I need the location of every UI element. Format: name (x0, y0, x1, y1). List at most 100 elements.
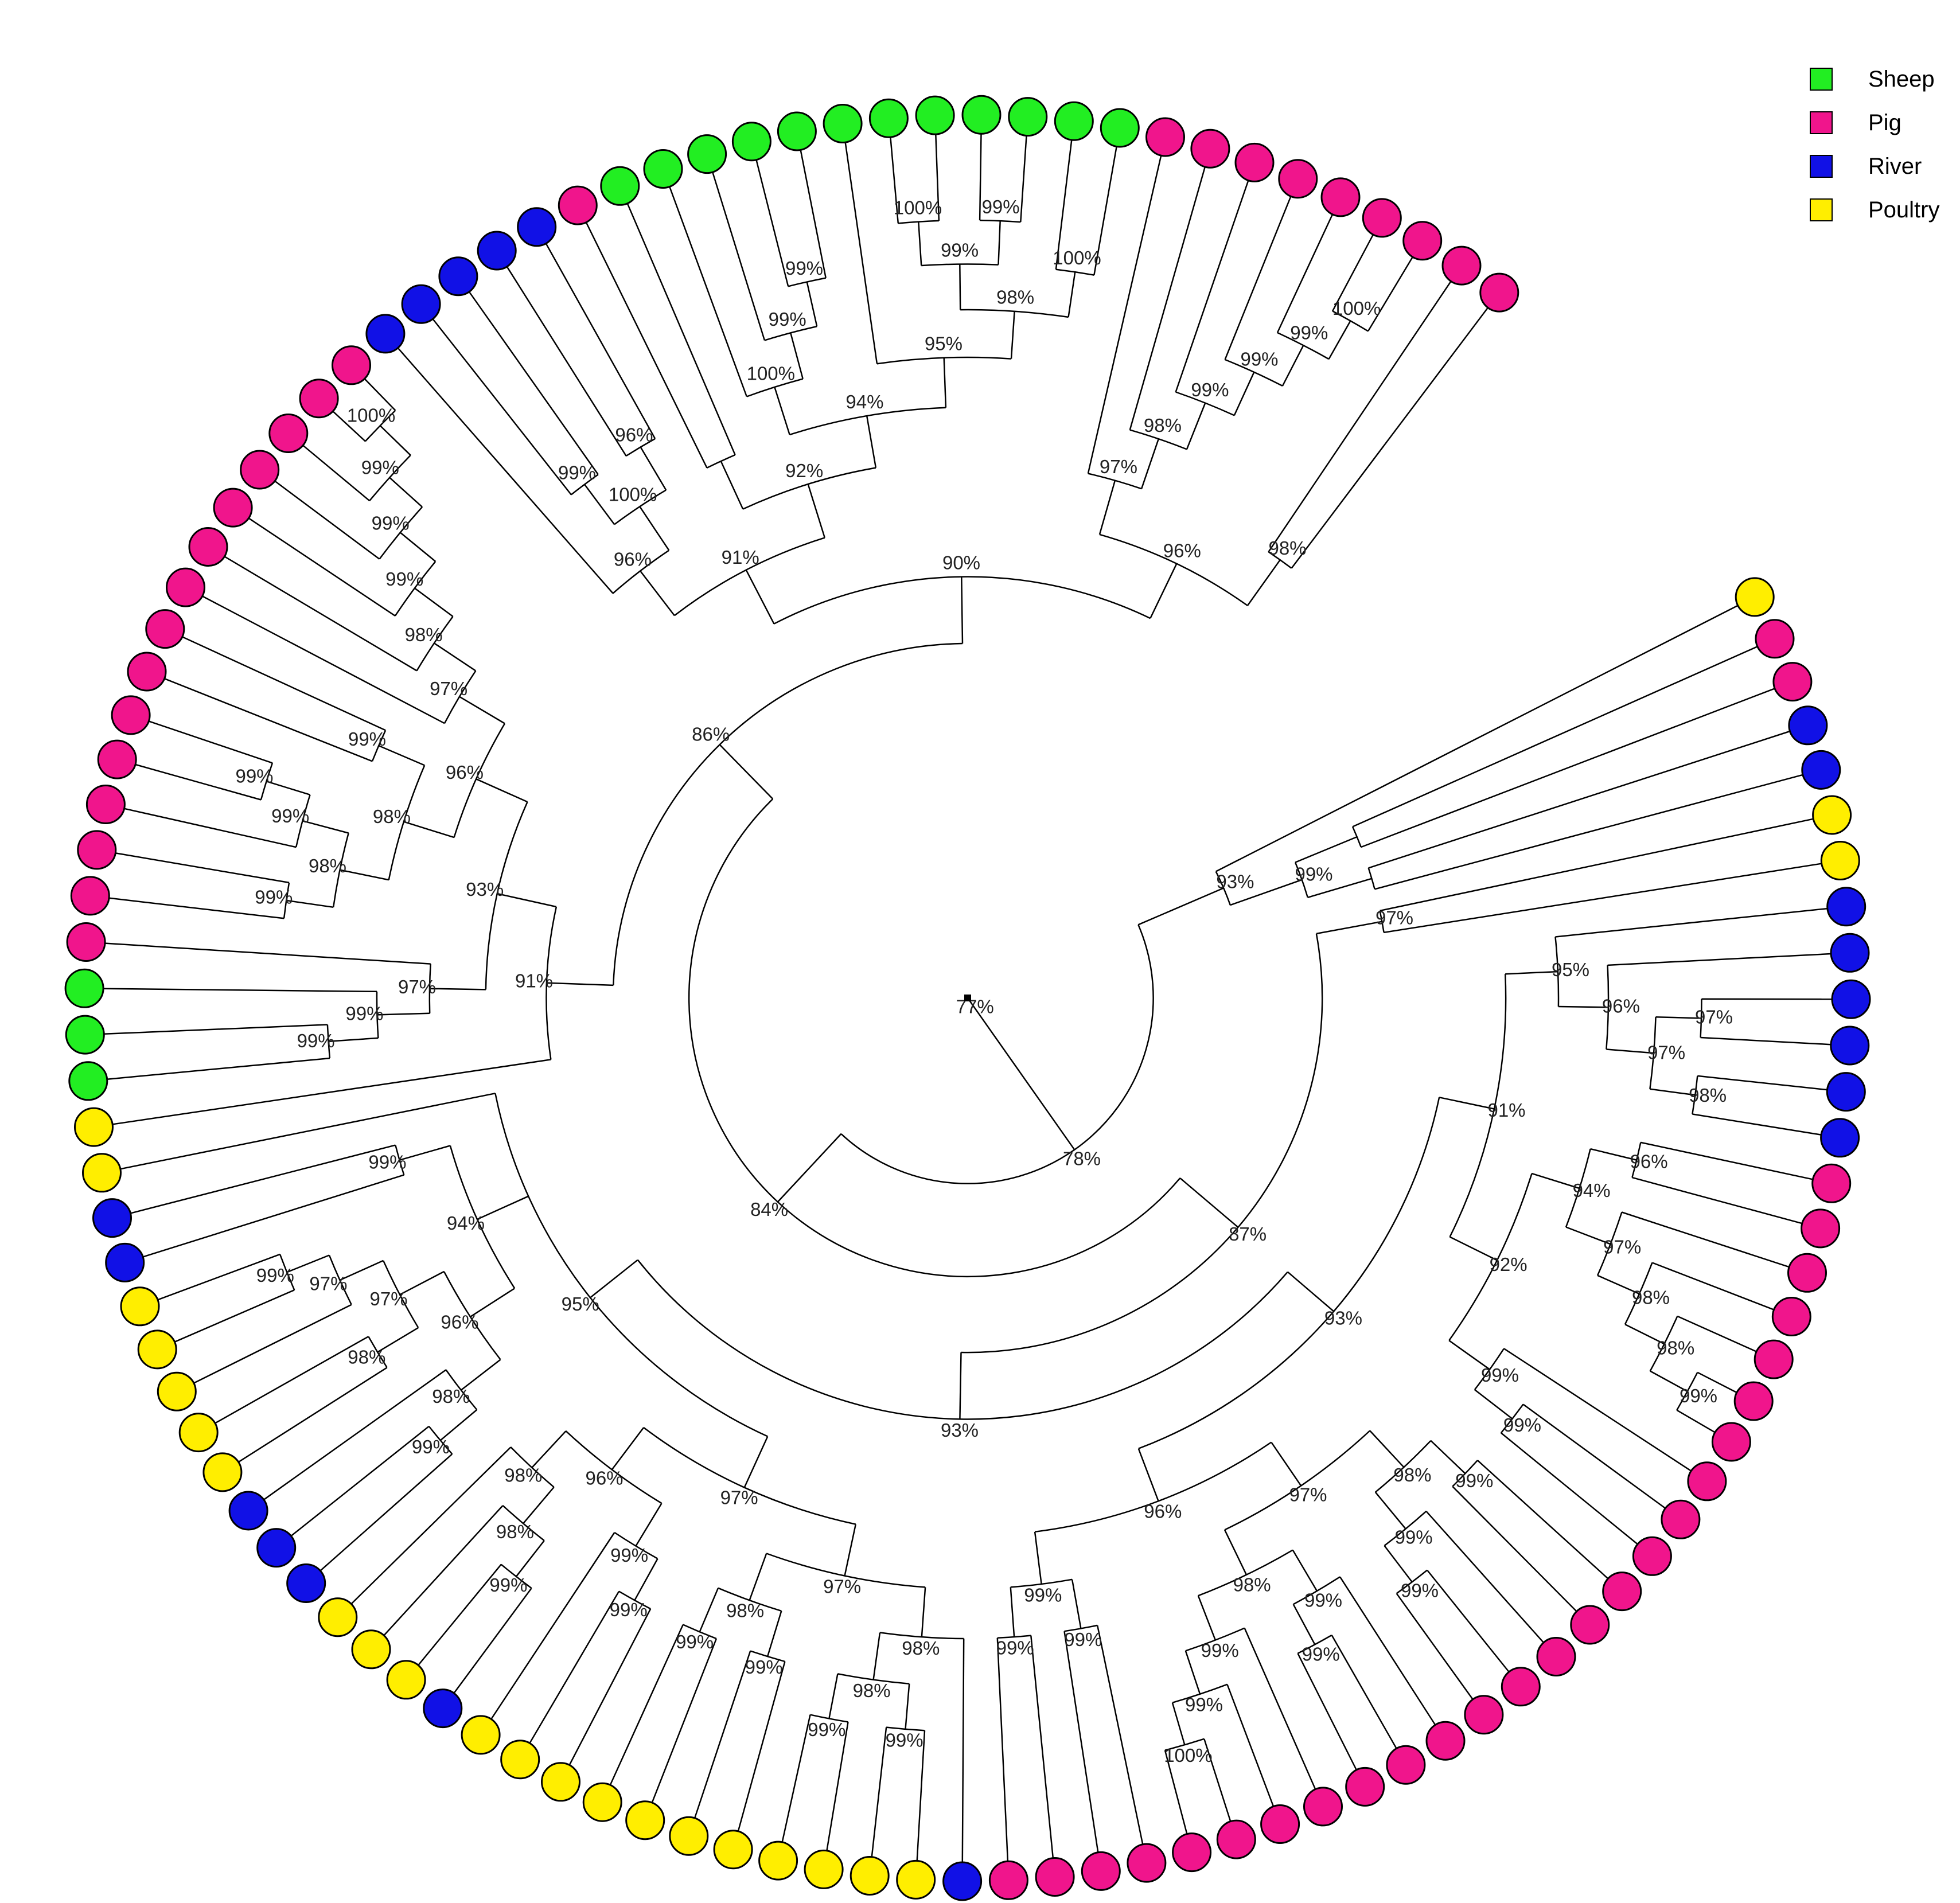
bootstrap-label-5: 87% (1229, 1223, 1267, 1245)
branch-line-9 (1307, 878, 1372, 898)
branch-line-222 (286, 899, 334, 908)
tip-marker-river-57 (228, 1491, 268, 1531)
bootstrap-label-36: 99% (1024, 1585, 1062, 1606)
tip-marker-river-8 (1830, 933, 1870, 973)
branch-line-72 (1474, 1389, 1513, 1420)
branch-line-3 (777, 1133, 842, 1203)
branch-line-11 (1352, 646, 1758, 828)
tip-marker-river-86 (401, 284, 441, 324)
bootstrap-label-52: 98% (504, 1465, 542, 1486)
bootstrap-label-26: 98% (1393, 1464, 1431, 1485)
tip-marker-pig-30 (1345, 1766, 1385, 1807)
bootstrap-label-20: 98% (1657, 1337, 1694, 1359)
bootstrap-label-1: 78% (1063, 1148, 1101, 1169)
branch-arc-76 (1034, 1441, 1272, 1533)
branch-line-0 (967, 997, 1076, 1151)
tip-marker-pig-84 (332, 345, 371, 385)
tip-marker-pig-71 (70, 876, 110, 916)
branch-line-65 (1677, 1315, 1757, 1352)
branch-line-8 (1295, 836, 1358, 863)
branch-line-156 (634, 1558, 658, 1601)
branch-line-216 (403, 821, 454, 839)
branch-line-208 (104, 942, 431, 965)
branch-arc-25 (637, 1259, 1288, 1420)
branch-line-316 (1186, 403, 1206, 450)
branch-line-108 (1171, 1702, 1186, 1745)
tip-marker-pig-1 (1755, 619, 1795, 659)
tip-marker-poultry-66 (74, 1107, 114, 1147)
bootstrap-labels: 77%78%93%99%84%87%97%93%93%91%95%96%97%9… (235, 196, 1733, 1766)
tip-marker-river-89 (517, 207, 557, 247)
bootstrap-label-2: 93% (1216, 871, 1254, 892)
bootstrap-label-55: 94% (447, 1212, 485, 1234)
tip-marker-pig-18 (1733, 1381, 1774, 1421)
branch-line-47 (1697, 1075, 1827, 1091)
branch-line-306 (1055, 139, 1073, 270)
bootstrap-label-102: 98% (1144, 415, 1182, 436)
branch-arc-1 (840, 924, 1154, 1184)
bootstrap-label-88: 96% (615, 424, 653, 445)
tip-marker-pig-28 (1425, 1721, 1466, 1761)
branch-arc-182 (383, 1260, 419, 1328)
branch-line-274 (866, 415, 877, 468)
bootstrap-label-50: 99% (610, 1545, 648, 1566)
branch-line-325 (1328, 320, 1351, 360)
branch-line-289 (800, 150, 827, 278)
tip-marker-poultry-40 (896, 1859, 936, 1900)
tip-marker-poultry-5 (1812, 795, 1852, 835)
tip-marker-poultry-54 (318, 1597, 358, 1637)
bootstrap-label-63: 99% (368, 1151, 406, 1172)
branch-line-160 (529, 1590, 620, 1744)
tip-marker-poultry-49 (500, 1740, 540, 1780)
tip-marker-sheep-102 (1100, 108, 1140, 148)
branch-line-51 (1448, 1340, 1490, 1370)
branch-line-165 (515, 1540, 545, 1577)
bootstrap-label-66: 93% (466, 879, 504, 900)
bootstrap-label-65: 91% (515, 970, 553, 992)
branch-line-116 (1096, 1625, 1144, 1845)
branch-line-270 (506, 266, 627, 457)
branch-line-56 (1641, 1141, 1813, 1180)
branch-line-204 (429, 988, 486, 991)
bootstrap-label-45: 99% (808, 1719, 845, 1740)
branch-line-241 (414, 587, 454, 617)
branch-line-219 (340, 869, 389, 881)
bootstrap-label-23: 99% (1503, 1414, 1541, 1436)
branch-arc-34 (1554, 937, 1560, 1007)
branch-line-220 (378, 744, 425, 766)
tip-marker-poultry-50 (461, 1715, 501, 1755)
branch-line-229 (266, 781, 310, 795)
tip-marker-pig-105 (1234, 142, 1275, 182)
tip-marker-river-88 (477, 231, 517, 271)
branch-line-126 (844, 1524, 857, 1576)
bootstrap-label-60: 98% (348, 1347, 385, 1368)
branch-line-223 (302, 820, 349, 834)
tip-marker-pig-78 (166, 567, 205, 607)
tip-marker-pig-35 (1127, 1843, 1167, 1883)
bootstrap-label-69: 99% (297, 1030, 335, 1051)
branch-line-175 (399, 1270, 445, 1296)
branch-line-57 (1632, 1176, 1803, 1225)
tip-markers (64, 95, 1871, 1901)
branch-line-166 (383, 1505, 504, 1636)
bootstrap-label-72: 98% (309, 855, 346, 876)
branch-arc-239 (416, 616, 454, 672)
branch-line-291 (844, 142, 878, 364)
branch-line-69 (1676, 1409, 1716, 1433)
branch-line-238 (434, 642, 476, 672)
bootstrap-label-25: 97% (1289, 1484, 1327, 1505)
branch-line-237 (202, 595, 445, 724)
tip-marker-river-64 (92, 1198, 132, 1238)
branch-arc-112 (1010, 1578, 1073, 1588)
branch-line-92 (1427, 1569, 1510, 1672)
tip-marker-sheep-91 (600, 166, 640, 206)
branch-arc-263 (614, 489, 667, 525)
bootstrap-label-29: 99% (1401, 1580, 1439, 1601)
branch-arc-188 (328, 1255, 352, 1305)
branch-line-145 (699, 1588, 719, 1632)
branch-line-119 (1030, 1635, 1054, 1858)
tip-marker-poultry-65 (82, 1153, 122, 1193)
branch-line-271 (545, 243, 656, 439)
bootstrap-label-106: 100% (1332, 298, 1381, 319)
branch-arc-79 (1224, 1430, 1371, 1531)
